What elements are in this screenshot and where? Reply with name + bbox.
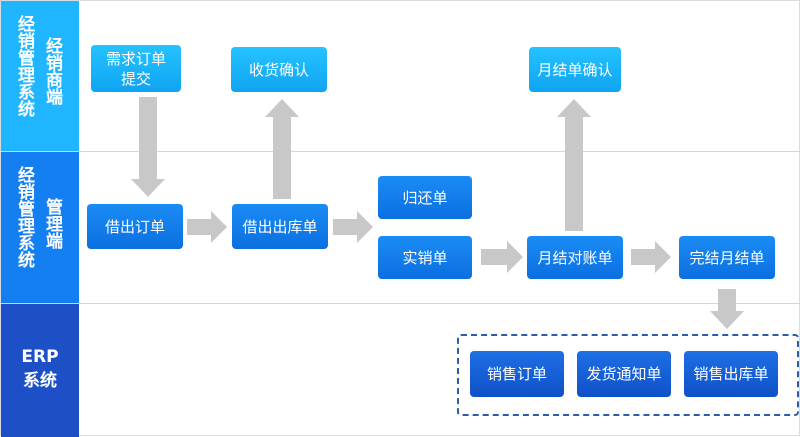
node-monthly-reconcile: 月结对账单 <box>527 236 623 279</box>
node-actual-sales: 实销单 <box>378 236 472 279</box>
arrow-right-sales-to-reconcile <box>481 241 523 273</box>
arrow-up-reconcile-to-confirm <box>557 99 591 231</box>
node-sales-outbound-label: 销售出库单 <box>693 365 769 383</box>
arrow-right-reconcile-to-complete <box>631 241 671 273</box>
lane-divider <box>1 151 800 152</box>
node-complete-monthly-label: 完结月结单 <box>689 248 765 267</box>
node-return-order: 归还单 <box>378 176 472 219</box>
node-borrow-order: 借出订单 <box>87 204 183 249</box>
node-sales-order: 销售订单 <box>470 351 564 397</box>
arrow-down-demand-to-borrow <box>131 97 165 197</box>
lane-divider <box>1 303 800 304</box>
erp-dashed-group <box>457 334 799 416</box>
node-demand-order: 需求订单 提交 <box>91 45 181 92</box>
lane-manager-end-text: 管理端 <box>42 198 62 249</box>
lane-manager-label: 经销管理系统 管理端 <box>1 152 79 303</box>
node-shipping-notice-label: 发货通知单 <box>586 365 662 383</box>
lane-dealer-system-text: 经销管理系统 <box>14 15 34 117</box>
node-monthly-reconcile-label: 月结对账单 <box>537 248 613 267</box>
node-monthly-confirm: 月结单确认 <box>529 47 621 92</box>
node-monthly-confirm-label: 月结单确认 <box>537 60 613 79</box>
lane-erp-line1: ERP <box>21 347 59 367</box>
node-shipping-notice: 发货通知单 <box>577 351 671 397</box>
node-receipt-confirm-label: 收货确认 <box>248 60 309 79</box>
node-return-order-label: 归还单 <box>402 188 448 207</box>
arrow-right-outbound-to-return <box>333 211 373 243</box>
node-sales-order-label: 销售订单 <box>486 365 547 383</box>
node-receipt-confirm: 收货确认 <box>231 47 327 92</box>
node-complete-monthly: 完结月结单 <box>679 236 775 279</box>
arrow-right-borrow-to-outbound <box>187 211 227 243</box>
lane-dealer-end-text: 经销商端 <box>42 37 62 105</box>
node-borrow-outbound-label: 借出出库单 <box>242 217 318 236</box>
arrow-down-complete-to-erp <box>710 289 744 329</box>
node-borrow-order-label: 借出订单 <box>104 217 165 236</box>
lane-dealer-label: 经销管理系统 经销商端 <box>1 1 79 151</box>
node-sales-outbound: 销售出库单 <box>684 351 778 397</box>
arrow-up-outbound-to-receipt <box>265 99 299 199</box>
lane-manager-system-text: 经销管理系统 <box>14 166 34 268</box>
lane-erp-label: ERP 系统 <box>1 304 79 437</box>
node-borrow-outbound: 借出出库单 <box>232 204 328 249</box>
node-demand-order-label: 需求订单 提交 <box>105 49 166 88</box>
lane-erp-line2: 系统 <box>23 371 57 391</box>
node-actual-sales-label: 实销单 <box>402 248 448 267</box>
